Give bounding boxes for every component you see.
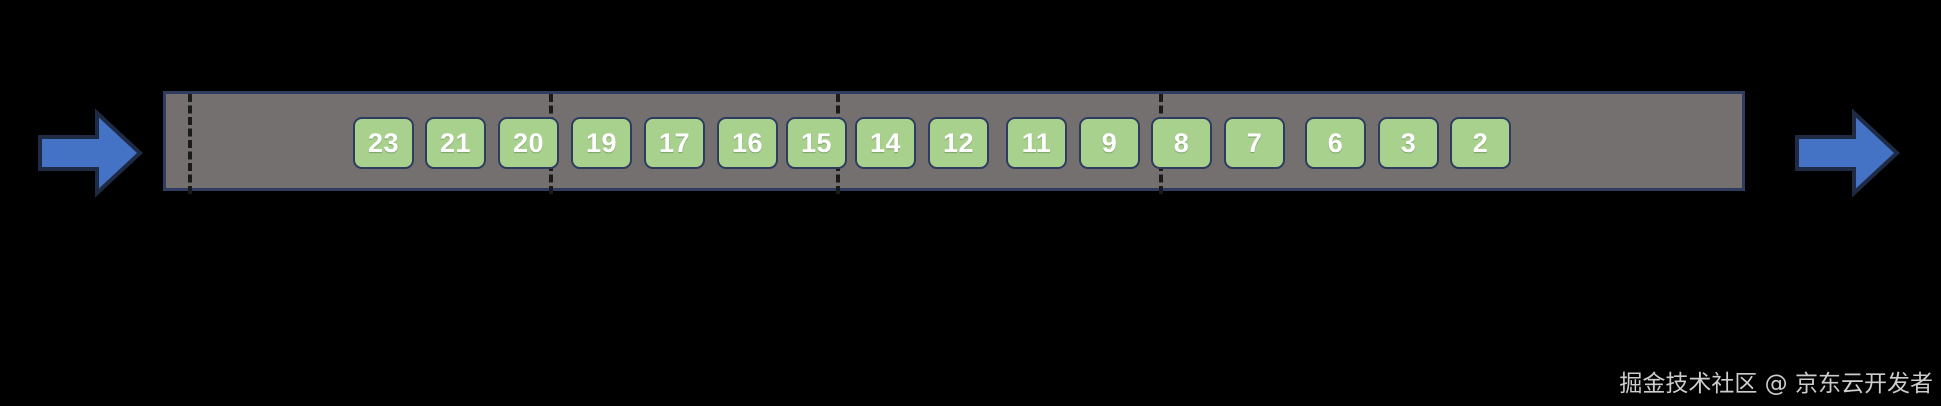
queue-cell[interactable]: 16 [717, 117, 778, 169]
arrow-left-shape [38, 108, 143, 198]
arrow-right-glyph [1795, 108, 1900, 198]
queue-cell[interactable]: 11 [1006, 117, 1067, 169]
arrow-right-icon [1795, 108, 1900, 198]
queue-cell[interactable]: 21 [425, 117, 486, 169]
queue-cell[interactable]: 2 [1450, 117, 1511, 169]
arrow-left-glyph [38, 108, 143, 198]
watermark-text: 掘金技术社区 @ 京东云开发者 [1619, 371, 1933, 397]
queue-cell[interactable]: 17 [644, 117, 705, 169]
queue-cell[interactable]: 14 [855, 117, 916, 169]
queue-cell[interactable]: 3 [1378, 117, 1439, 169]
queue-container: 23 21 20 19 17 16 15 14 12 11 9 8 7 6 3 … [163, 91, 1745, 194]
queue-cell[interactable]: 20 [498, 117, 559, 169]
queue-cell[interactable]: 8 [1151, 117, 1212, 169]
queue-cell[interactable]: 23 [353, 117, 414, 169]
queue-cell[interactable]: 19 [571, 117, 632, 169]
queue-cell[interactable]: 15 [786, 117, 847, 169]
arrow-right-shape [1795, 108, 1900, 198]
arrow-left-icon [38, 108, 143, 198]
queue-cell[interactable]: 9 [1079, 117, 1140, 169]
queue-cell[interactable]: 12 [928, 117, 989, 169]
queue-cell[interactable]: 7 [1224, 117, 1285, 169]
queue-cell[interactable]: 6 [1305, 117, 1366, 169]
segment-divider-1 [188, 94, 192, 194]
